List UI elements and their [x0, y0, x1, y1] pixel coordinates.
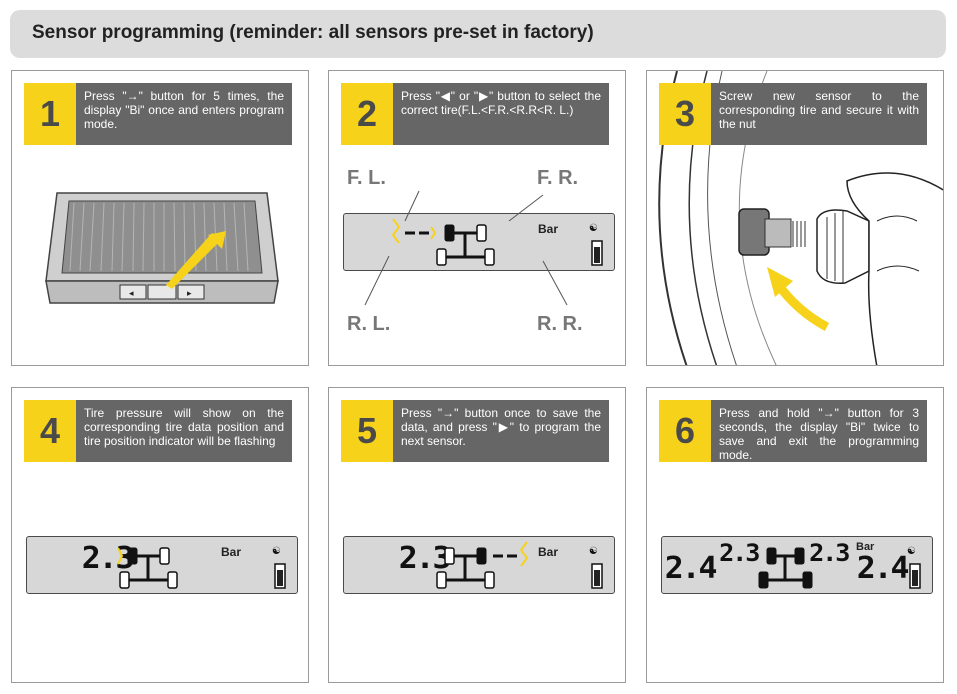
pressure-value-front-left: 2.3	[398, 541, 452, 576]
step-panel-3: 3 Screw new sensor to the corresponding …	[646, 70, 944, 366]
step-number: 2	[341, 83, 393, 145]
pressure-value-front-right: 2.3	[809, 539, 850, 567]
step-caption-2: 2 Press "◀" or "▶" button to select the …	[341, 83, 609, 145]
step-instruction: Press "→" button for 5 times, the displa…	[76, 83, 292, 145]
step-instruction: Press "→" button once to save the data, …	[393, 400, 609, 462]
label-front-left: F. L.	[347, 167, 386, 189]
step-instruction: Press "◀" or "▶" button to select the co…	[393, 83, 609, 145]
tire-diagram: ☯	[117, 546, 286, 589]
step-caption-4: 4 Tire pressure will show on the corresp…	[24, 400, 292, 462]
step-number: 5	[341, 400, 393, 462]
pressure-value-front-left: 2.3	[719, 539, 760, 567]
page-header: Sensor programming (reminder: all sensor…	[10, 10, 946, 58]
unit-label: Bar	[538, 545, 559, 559]
step-panel-6: 6 Press and hold "→" button for 3 second…	[646, 387, 944, 683]
step-number: 6	[659, 400, 711, 462]
svg-text:☯: ☯	[907, 546, 916, 557]
lcd-display: 2.3 Bar	[343, 536, 615, 594]
svg-text:☯: ☯	[272, 546, 281, 557]
step-panel-4: 4 Tire pressure will show on the corresp…	[11, 387, 309, 683]
lcd-display: Bar	[343, 213, 615, 271]
step-number: 1	[24, 83, 76, 145]
page-title: Sensor programming (reminder: all sensor…	[32, 22, 594, 43]
step-panel-1: 1 Press "→" button for 5 times, the disp…	[11, 70, 309, 366]
unit-label: Bar	[221, 545, 242, 559]
step-caption-1: 1 Press "→" button for 5 times, the disp…	[24, 83, 292, 145]
label-front-right: F. R.	[537, 167, 579, 189]
step-caption-5: 5 Press "→" button once to save the data…	[341, 400, 609, 462]
pressure-value-rear-right: 2.4	[856, 551, 910, 586]
step-panel-5: 5 Press "→" button once to save the data…	[328, 387, 626, 683]
step-instruction: Press and hold "→" button for 3 seconds,…	[711, 400, 927, 462]
svg-text:☯: ☯	[589, 546, 598, 557]
step-instruction: Screw new sensor to the corresponding ti…	[711, 83, 927, 145]
step-caption-6: 6 Press and hold "→" button for 3 second…	[659, 400, 927, 462]
tire-diagram: ☯	[364, 190, 603, 306]
unit-label: Bar	[538, 222, 559, 236]
label-rear-right: R. R.	[537, 313, 583, 335]
svg-text:▸: ▸	[187, 289, 192, 299]
tpms-monitor-illustration: ◂ ▸	[45, 192, 279, 304]
step-number: 3	[659, 83, 711, 145]
step-number: 4	[24, 400, 76, 462]
tire-diagram: ☯	[436, 541, 603, 589]
unit-label: Bar	[856, 541, 875, 553]
label-rear-left: R. L.	[347, 313, 391, 335]
lcd-display: 2.4 2.3 2.3 2.4 Bar	[661, 536, 933, 594]
step-caption-3: 3 Screw new sensor to the corresponding …	[659, 83, 927, 145]
pressure-value-rear-left: 2.4	[664, 551, 718, 586]
lcd-display: 2.3 Bar	[26, 536, 298, 594]
step-instruction: Tire pressure will show on the correspon…	[76, 400, 292, 462]
svg-text:◂: ◂	[129, 289, 134, 299]
svg-text:☯: ☯	[589, 223, 598, 234]
step-panel-2: 2 Press "◀" or "▶" button to select the …	[328, 70, 626, 366]
pressure-value-front-left: 2.3	[81, 541, 135, 576]
tire-diagram: ☯	[758, 546, 921, 589]
